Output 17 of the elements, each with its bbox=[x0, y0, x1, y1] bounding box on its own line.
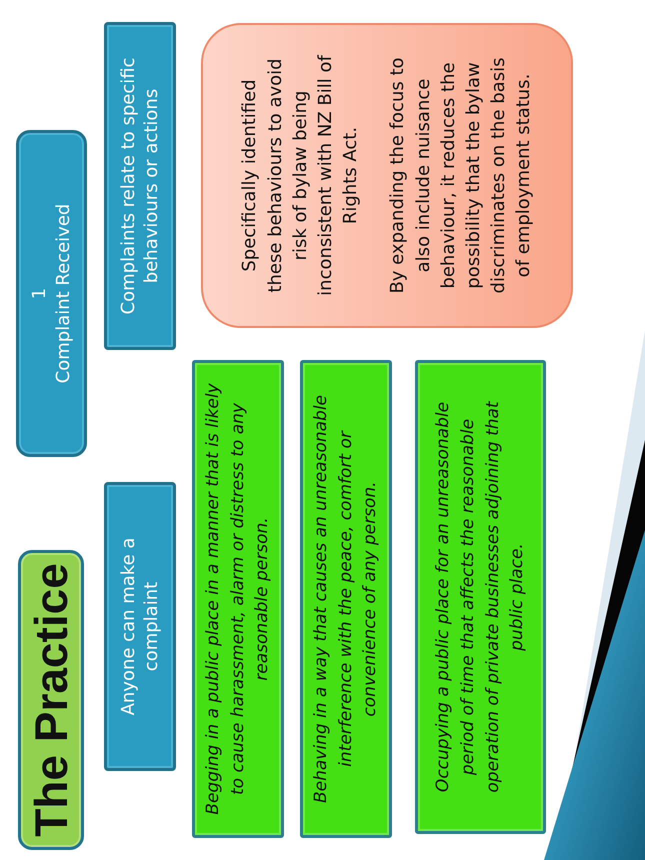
box-text: Anyone can make a complaint bbox=[116, 536, 163, 718]
behaviour-text: Behaving in a way that causes an unreasonable interference with the peace, comfort or convenience of any person. bbox=[310, 394, 382, 806]
info-box bbox=[104, 22, 176, 350]
behaviour-box bbox=[415, 360, 546, 834]
step-heading: Complaint Received bbox=[52, 204, 74, 384]
note-paragraph: Specifically identified these behaviours to avoid risk of bylaw being inconsistent with NZ Bill of Rights Act. bbox=[238, 55, 362, 296]
box-text: Complaints relate to specific behaviours or actions bbox=[116, 56, 163, 316]
slide-title: The Practice bbox=[26, 563, 76, 837]
behaviour-box bbox=[192, 360, 284, 838]
behaviour-box bbox=[300, 360, 392, 838]
step-box bbox=[16, 130, 87, 457]
behaviour-text: Occupying a public place for an unreasonable period of time that affects the reasonable operation of private businesses adjoining that public place. bbox=[432, 400, 528, 795]
info-box bbox=[104, 482, 176, 771]
note-box bbox=[201, 23, 573, 328]
behaviour-text: Begging in a public place in a manner that is likely to cause harassment, alarm or distress to any reasonable person. bbox=[202, 382, 274, 817]
step-number: 1 bbox=[28, 288, 52, 300]
note-paragraph: By expanding the focus to also include nuisance behaviour, it reduces the possibility that the bylaw discriminates on the basis of employment status. bbox=[386, 56, 536, 296]
